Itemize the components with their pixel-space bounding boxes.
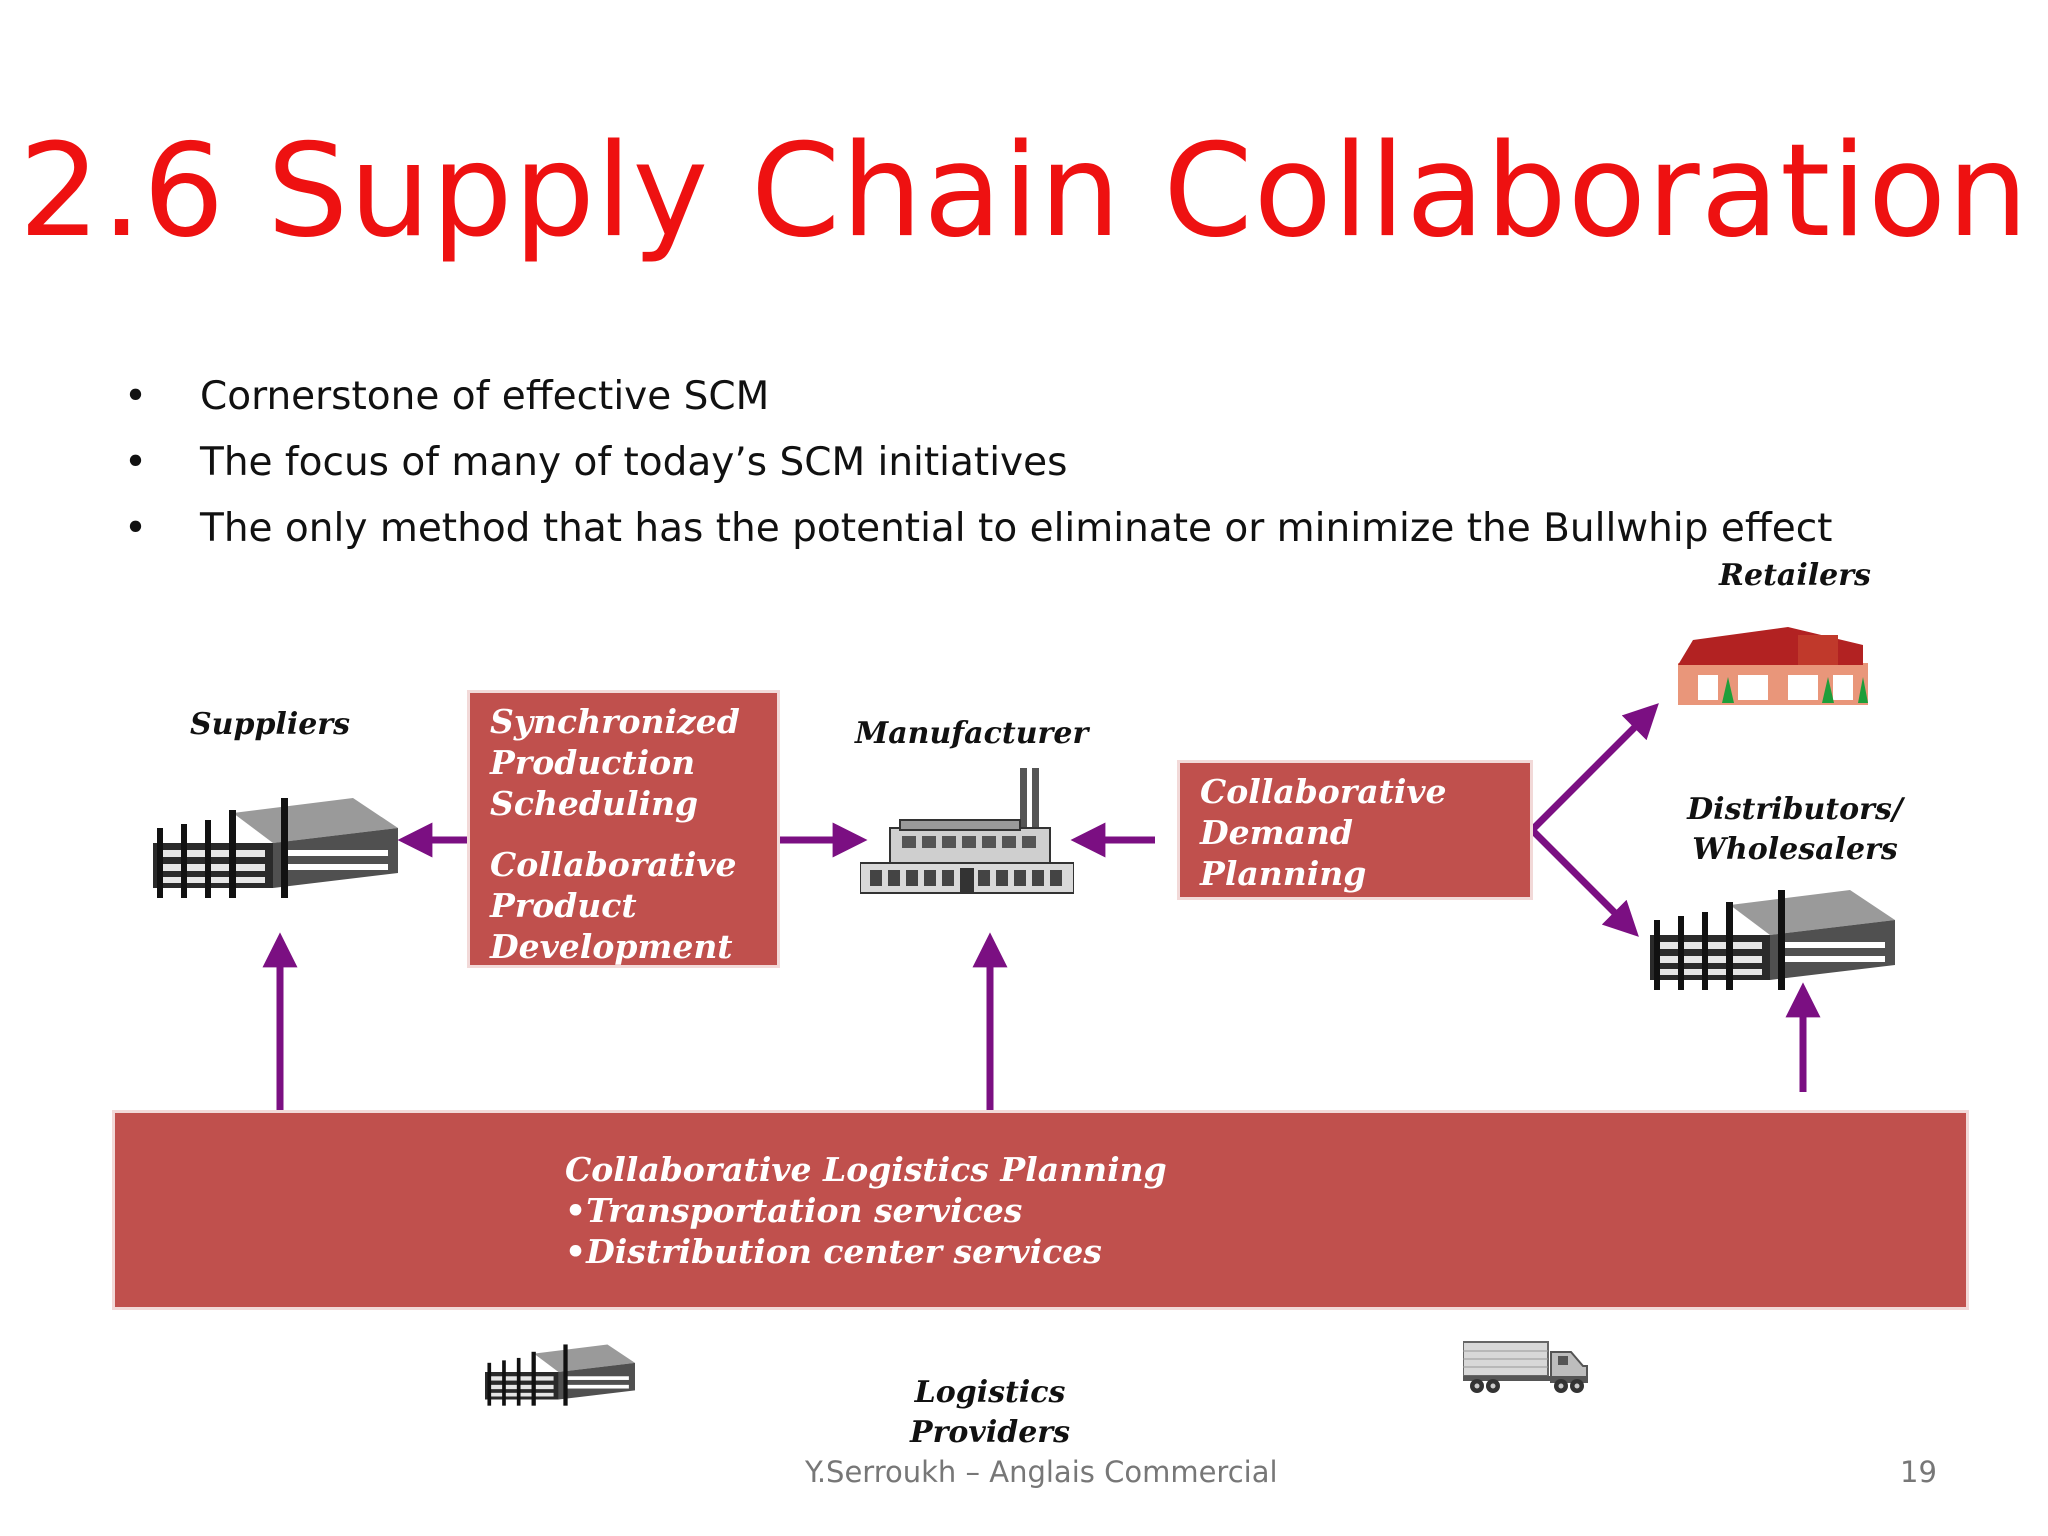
footer-author: Y.Serroukh – Anglais Commercial xyxy=(805,1455,1278,1489)
distributors-label-line: Distributors/ xyxy=(1687,792,1903,827)
bullet-item: • The only method that has the potential … xyxy=(120,496,1940,562)
bullet-list: • Cornerstone of effective SCM • The focus… xyxy=(120,364,1940,562)
box-text: Development xyxy=(490,927,733,966)
bullet-text: Cornerstone of effective SCM xyxy=(200,374,770,419)
warehouse-icon xyxy=(1650,890,1895,990)
bullet-text: The focus of many of today’s SCM initiat… xyxy=(200,440,1068,485)
page-number: 19 xyxy=(1900,1455,1937,1489)
logistics-planning-box: Collaborative Logistics Planning •Transp… xyxy=(112,1110,1969,1310)
box-text: Synchronized xyxy=(490,702,740,741)
bullet-item: • Cornerstone of effective SCM xyxy=(120,364,1940,430)
box-text: Collaborative xyxy=(1200,772,1447,811)
bullet-marker: • xyxy=(124,374,148,419)
warehouse-icon xyxy=(153,798,398,898)
slide-title: 2.6 Supply Chain Collaboration xyxy=(18,117,2030,266)
box-text: Scheduling xyxy=(490,784,699,823)
box-text: Collaborative xyxy=(490,845,737,884)
box-text: •Transportation services xyxy=(565,1191,1023,1230)
box-text: Product xyxy=(490,886,637,925)
box-text: Collaborative Logistics Planning xyxy=(565,1150,1167,1189)
box-text: •Distribution center services xyxy=(565,1232,1102,1271)
distributors-label: Distributors/ Wholesalers xyxy=(1670,790,1920,870)
retailers-label: Retailers xyxy=(1719,558,1871,593)
arrow-to-retailers xyxy=(1529,703,1659,833)
bullet-text: The only method that has the potential t… xyxy=(200,506,1833,551)
wholesalers-label-line: Wholesalers xyxy=(1692,832,1898,867)
box-text: Demand Planning xyxy=(1200,813,1367,893)
bullet-item: • The focus of many of today’s SCM initia… xyxy=(120,430,1940,496)
production-development-box: Synchronized Production Scheduling Colla… xyxy=(467,690,780,968)
retail-store-icon xyxy=(1678,627,1868,705)
arrow-to-distributors xyxy=(1529,827,1639,937)
warehouse-icon xyxy=(485,1344,635,1406)
suppliers-label: Suppliers xyxy=(190,707,351,742)
logistics-providers-label: Logistics Providers xyxy=(910,1375,1070,1450)
manufacturer-label: Manufacturer xyxy=(855,716,1089,751)
truck-icon xyxy=(1463,1341,1588,1393)
demand-planning-box: Collaborative Demand Planning xyxy=(1177,760,1533,900)
factory-icon xyxy=(860,768,1074,894)
bullet-marker: • xyxy=(124,440,148,485)
box-text: Production xyxy=(490,743,696,782)
bullet-marker: • xyxy=(124,506,148,551)
